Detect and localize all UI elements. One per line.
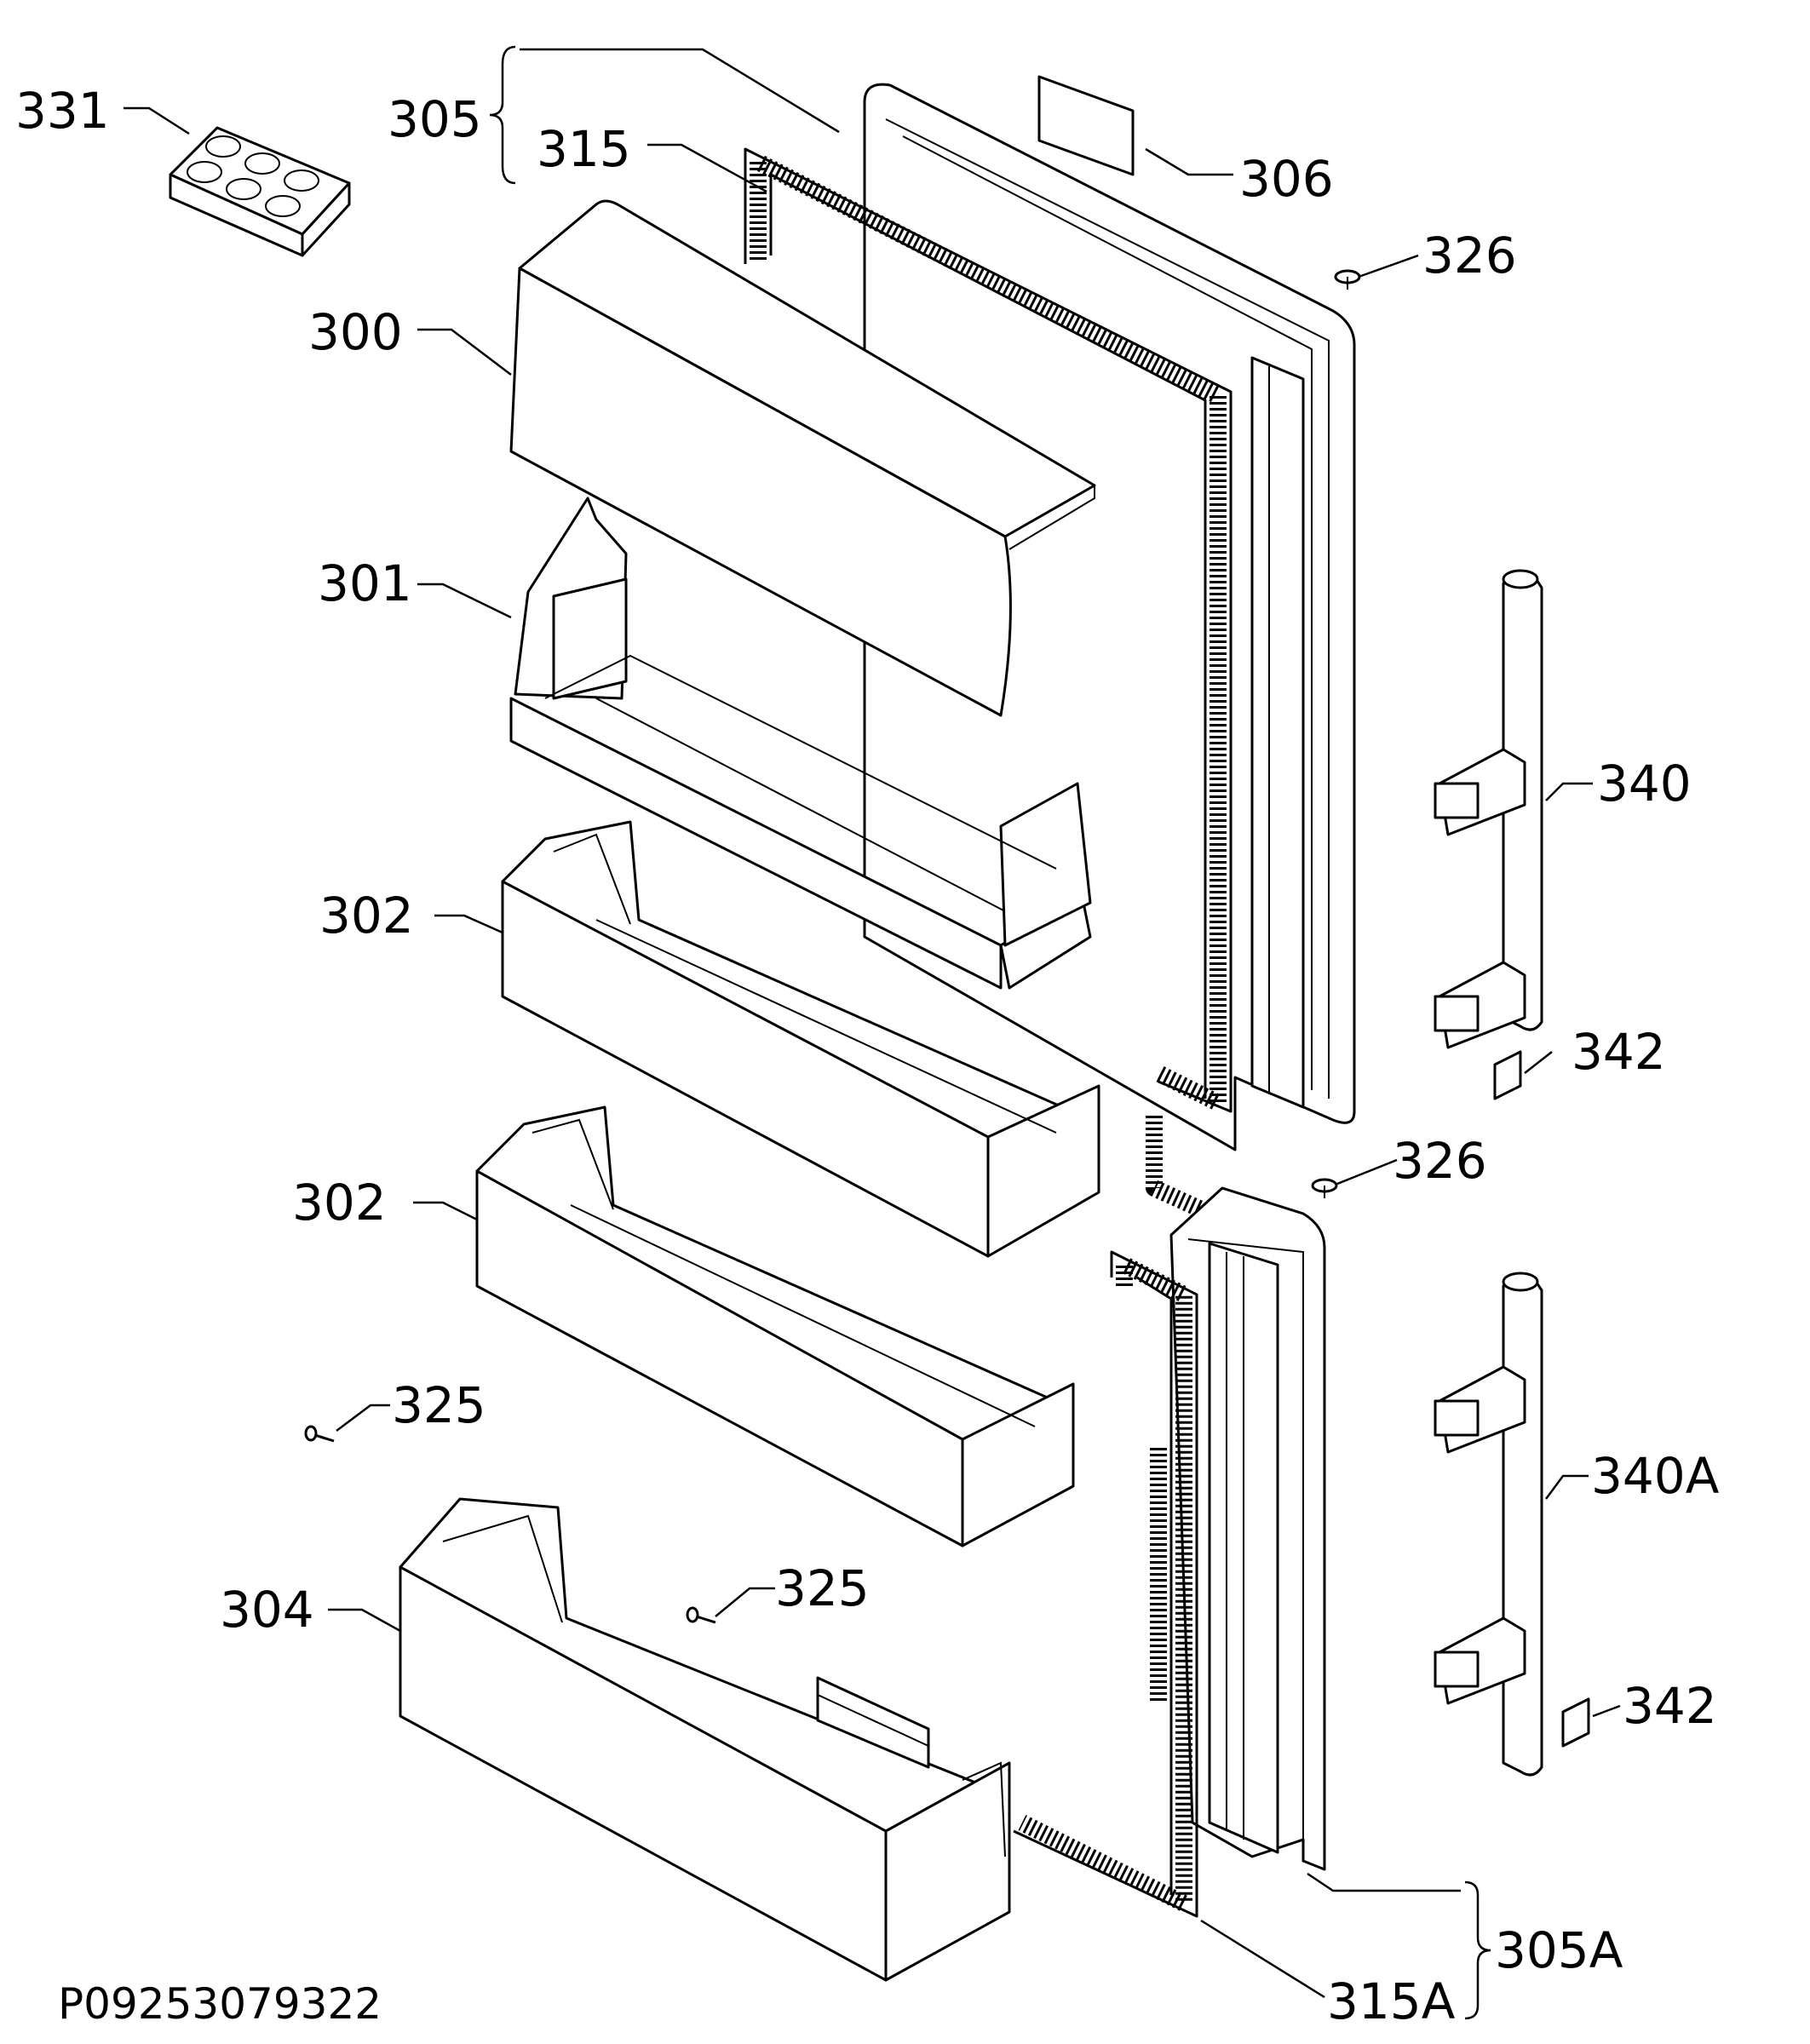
leader-lines [124,45,1621,2020]
screw-part-mid [686,1606,716,1624]
callout-342-lower: 342 [1623,1677,1717,1735]
lower-handle-cap-part [1561,1697,1590,1748]
callout-305a: 305A [1495,1921,1623,1979]
upper-door-gasket-part [744,147,1233,1218]
egg-tray-part [169,126,351,257]
label-plate-part [1037,75,1135,176]
callout-302-upper: 302 [319,887,414,944]
lower-door-handle-part [1434,1272,1543,1777]
document-code: P09253079322 [58,1979,382,2029]
lower-door-bin-part [475,1105,1075,1547]
callout-326-mid: 326 [1393,1132,1487,1190]
upper-door-handle-part [1434,569,1543,1049]
callout-325-mid: 325 [775,1559,870,1617]
callout-340a: 340A [1591,1447,1720,1505]
hinge-pin-part-mid [1311,1178,1338,1198]
callout-labels: 331 305 315 306 326 300 301 340 302 342 … [15,82,1720,2030]
callout-305: 305 [388,90,482,148]
screw-part-left [304,1425,335,1443]
dairy-lid-part [509,199,1096,717]
upper-handle-cap-part [1493,1050,1522,1100]
lower-door-part [1169,1186,1326,1871]
callout-304: 304 [220,1581,314,1639]
lower-door-gasket-part [1013,1250,1198,1918]
callout-315a: 315A [1327,1972,1456,2030]
callout-331: 331 [15,82,110,140]
callout-325-left: 325 [392,1376,486,1434]
upper-door-shelf-part [509,497,1092,990]
callout-306: 306 [1239,150,1334,208]
hinge-pin-part-top [1334,269,1361,290]
upper-door-bin-part [501,820,1100,1258]
callout-300: 300 [308,303,403,361]
callout-326-top: 326 [1422,227,1517,284]
callout-342-upper: 342 [1572,1023,1666,1081]
callout-301: 301 [318,554,412,612]
callout-315: 315 [537,120,631,178]
bottle-bin-part [399,1497,1011,1982]
callout-302-lower: 302 [292,1174,387,1232]
callout-340: 340 [1597,755,1692,812]
